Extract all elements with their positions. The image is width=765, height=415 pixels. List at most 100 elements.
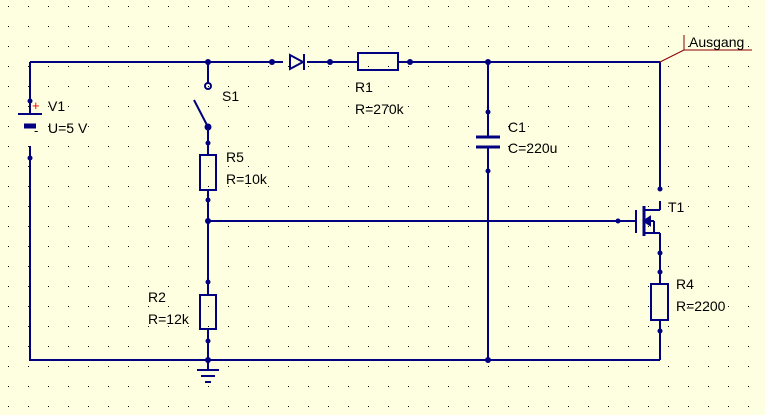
grid-dot xyxy=(488,6,489,7)
grid-dot xyxy=(728,306,729,307)
grid-dot xyxy=(728,406,729,407)
grid-dot xyxy=(708,166,709,167)
grid-dot xyxy=(28,106,29,107)
resistor-r5-symbol[interactable] xyxy=(199,154,217,191)
grid-dot xyxy=(588,126,589,127)
grid-dot xyxy=(628,6,629,7)
grid-dot xyxy=(288,406,289,407)
grid-dot xyxy=(68,306,69,307)
grid-dot xyxy=(448,346,449,347)
grid-dot xyxy=(388,86,389,87)
grid-dot xyxy=(268,46,269,47)
grid-dot xyxy=(248,186,249,187)
grid-dot xyxy=(88,406,89,407)
grid-dot xyxy=(728,166,729,167)
grid-dot xyxy=(148,66,149,67)
grid-dot xyxy=(468,226,469,227)
grid-dot xyxy=(528,326,529,327)
grid-dot xyxy=(668,86,669,87)
grid-dot xyxy=(728,86,729,87)
grid-dot xyxy=(388,306,389,307)
grid-dot xyxy=(8,26,9,27)
grid-dot xyxy=(248,246,249,247)
grid-dot xyxy=(368,166,369,167)
grid-dot xyxy=(608,326,609,327)
resistor-r1-symbol[interactable] xyxy=(357,52,399,71)
grid-dot xyxy=(688,66,689,67)
grid-dot xyxy=(588,306,589,307)
grid-dot xyxy=(328,386,329,387)
grid-dot xyxy=(108,246,109,247)
grid-dot xyxy=(708,66,709,67)
grid-dot xyxy=(108,306,109,307)
grid-dot xyxy=(148,126,149,127)
grid-dot xyxy=(8,206,9,207)
grid-dot xyxy=(308,346,309,347)
grid-dot xyxy=(648,126,649,127)
grid-dot xyxy=(148,106,149,107)
grid-dot xyxy=(128,126,129,127)
grid-dot xyxy=(288,206,289,207)
grid-dot xyxy=(108,146,109,147)
grid-dot xyxy=(488,406,489,407)
grid-dot xyxy=(48,126,49,127)
grid-dot xyxy=(408,146,409,147)
grid-dot xyxy=(188,406,189,407)
grid-dot xyxy=(528,166,529,167)
grid-dot xyxy=(388,226,389,227)
grid-dot xyxy=(288,126,289,127)
grid-dot xyxy=(168,106,169,107)
grid-dot xyxy=(448,66,449,67)
mosfet-t1-symbol[interactable] xyxy=(635,206,660,236)
grid-dot xyxy=(428,46,429,47)
grid-dot xyxy=(628,366,629,367)
grid-dot xyxy=(68,406,69,407)
grid-dot xyxy=(748,226,749,227)
grid-dot xyxy=(48,266,49,267)
battery-v1-symbol[interactable] xyxy=(18,113,42,129)
grid-dot xyxy=(668,246,669,247)
grid-dot xyxy=(8,306,9,307)
grid-dot xyxy=(408,366,409,367)
grid-dot xyxy=(108,106,109,107)
grid-dot xyxy=(268,386,269,387)
resistor-r2-symbol[interactable] xyxy=(199,294,217,330)
grid-dot xyxy=(188,126,189,127)
grid-dot xyxy=(288,266,289,267)
grid-dot xyxy=(328,86,329,87)
grid-dot xyxy=(568,406,569,407)
grid-dot xyxy=(48,46,49,47)
grid-dot xyxy=(188,326,189,327)
grid-dot xyxy=(268,306,269,307)
grid-dot xyxy=(288,366,289,367)
diode-symbol[interactable] xyxy=(289,53,306,71)
grid-dot xyxy=(288,26,289,27)
grid-dot xyxy=(348,106,349,107)
grid-dot xyxy=(668,146,669,147)
grid-dot xyxy=(268,286,269,287)
grid-dot xyxy=(308,26,309,27)
grid-dot xyxy=(48,226,49,227)
grid-dot xyxy=(348,346,349,347)
grid-dot xyxy=(508,326,509,327)
capacitor-c1-symbol[interactable] xyxy=(476,135,500,149)
grid-dot xyxy=(108,186,109,187)
grid-dot xyxy=(408,406,409,407)
grid-dot xyxy=(108,266,109,267)
grid-dot xyxy=(368,26,369,27)
grid-dot xyxy=(88,286,89,287)
resistor-r4-symbol[interactable] xyxy=(650,283,669,321)
grid-dot xyxy=(88,6,89,7)
grid-dot xyxy=(268,146,269,147)
grid-dot xyxy=(88,366,89,367)
grid-dot xyxy=(28,86,29,87)
grid-dot xyxy=(468,66,469,67)
grid-dot xyxy=(128,186,129,187)
grid-dot xyxy=(628,266,629,267)
switch-s1-symbol[interactable] xyxy=(193,82,212,131)
grid-dot xyxy=(728,326,729,327)
output-marker[interactable] xyxy=(659,35,752,63)
grid-dot xyxy=(168,286,169,287)
grid-dot xyxy=(528,66,529,67)
grid-dot xyxy=(28,6,29,7)
